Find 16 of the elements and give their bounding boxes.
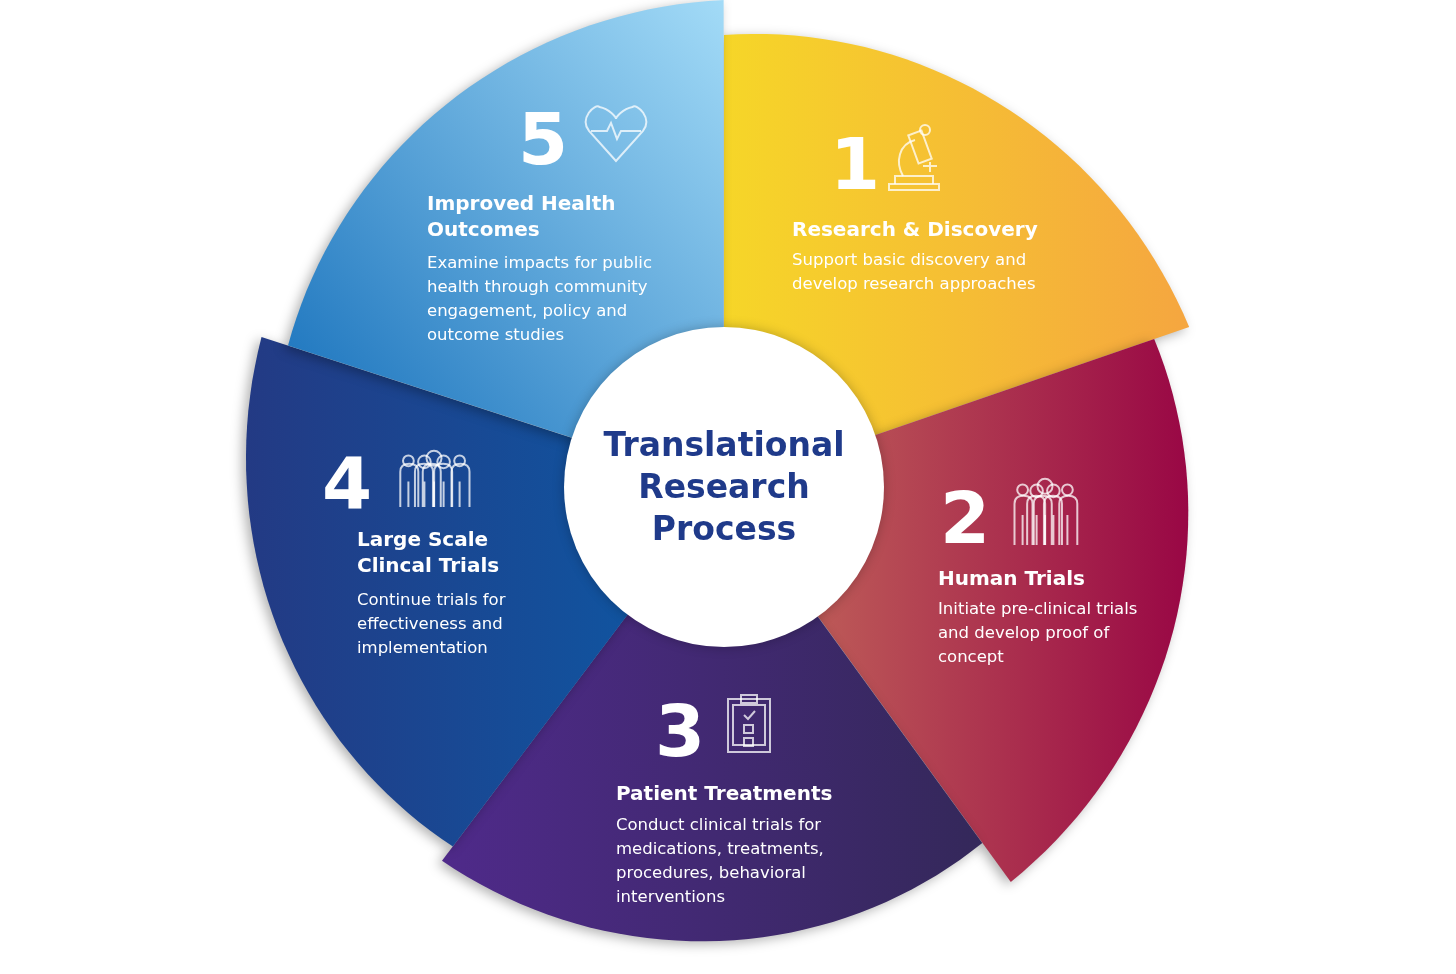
step-description: Examine impacts for public health through community engagement, policy and outcome studies [427, 252, 653, 346]
step-title: Patient Treatments [616, 780, 834, 806]
step-title: Human Trials [938, 565, 1086, 591]
step-title: Research & Discovery [792, 216, 1039, 242]
center-title: Translational Research Process [602, 423, 846, 551]
step-title: Large Scale Clincal Trials [357, 526, 501, 578]
step-description: Support basic discovery and develop research approaches [792, 249, 1037, 295]
step-number: 1 [830, 128, 881, 200]
step-number: 5 [518, 103, 569, 175]
step-number: 4 [322, 447, 373, 519]
step-description: Initiate pre-clinical trials and develop proof of concept [938, 598, 1138, 668]
step-number: 2 [940, 482, 991, 554]
step-title: Improved Health Outcomes [427, 190, 617, 242]
step-number: 3 [655, 695, 706, 767]
step-description: Conduct clinical trials for medications, treatments, procedures, behavioral interventions [616, 814, 825, 908]
step-description: Continue trials for effectiveness and implementation [357, 589, 507, 659]
